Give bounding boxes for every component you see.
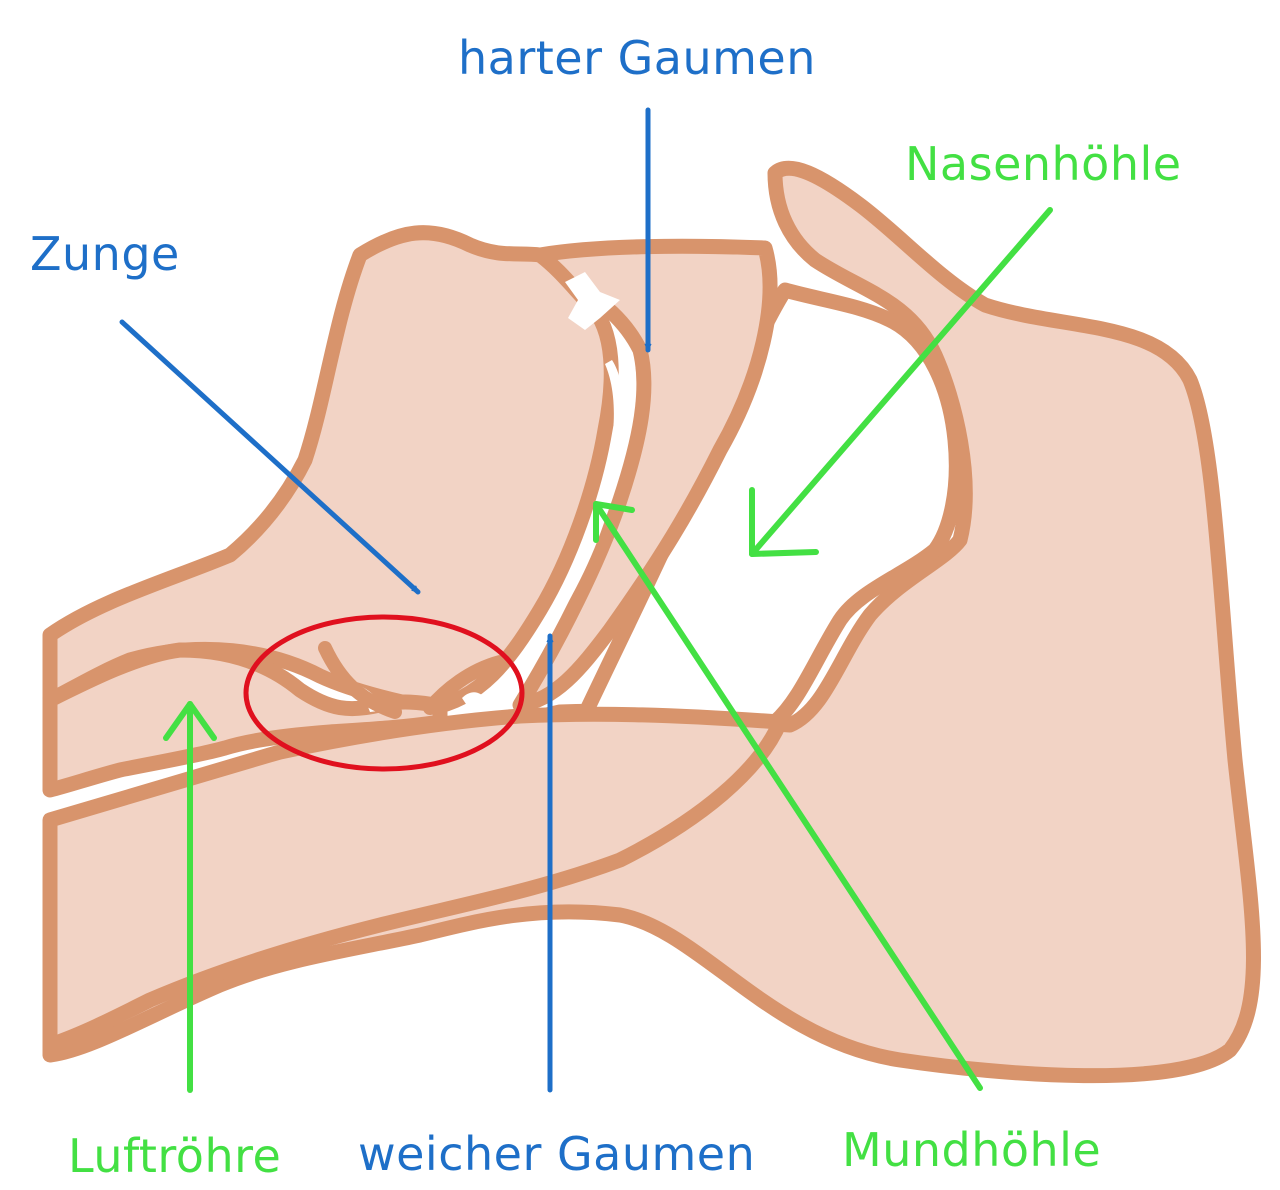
arrow-mundhoehle-head [593,501,635,543]
label-nasenhoehle: Nasenhöhle [905,137,1182,191]
epiglottis-strand-2 [423,655,507,715]
label-luftroehre: Luftröhre [68,1129,281,1183]
arrow-zunge [119,319,421,595]
uvula-gap-2 [462,692,486,710]
arrow-nasenhoehle-head [749,487,819,557]
palate-notch-top [565,272,620,330]
trachea-lower-shape [42,706,788,1053]
epiglottis-strand [318,641,402,719]
palate-gap-shape [538,360,625,640]
arrow-nasenhoehle [749,207,1053,557]
obstruction-highlight-ellipse [243,614,525,772]
tongue-shape [42,225,619,716]
arrow-mundhoehle [593,501,983,1091]
label-zunge: Zunge [30,227,180,281]
label-harter-gaumen: harter Gaumen [458,31,816,85]
label-weicher-gaumen: weicher Gaumen [358,1127,755,1181]
palate-band-shape [512,238,778,713]
label-mundhoehle: Mundhöhle [842,1123,1101,1177]
arrow-luftroehre-head [163,701,217,741]
